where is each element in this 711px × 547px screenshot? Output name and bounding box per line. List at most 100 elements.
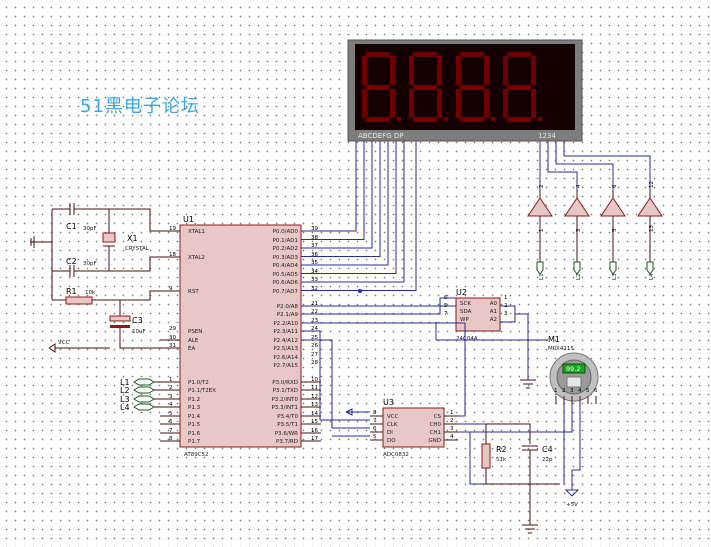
svg-text:24: 24 [311,326,318,332]
svg-text:P1.3: P1.3 [188,405,201,411]
svg-text:23: 23 [311,318,318,324]
mcu-ref: U1 [183,215,194,224]
svg-text:VCC: VCC [387,414,399,420]
eeprom-part: 24C04A [456,336,478,342]
svg-text:1: 1 [504,295,508,301]
c4-value: 22p [542,457,553,463]
svg-text:34: 34 [311,269,318,275]
display-digit-label: 1234 [538,132,556,140]
svg-text:SDA: SDA [460,309,472,315]
svg-text:26: 26 [311,343,318,349]
svg-text:PSEN: PSEN [188,329,202,335]
svg-text:3: 3 [450,426,454,432]
svg-text:5: 5 [586,388,590,394]
svg-text:P1.6: P1.6 [188,431,201,437]
port-l2: L2 [120,386,160,395]
svg-text:P1.5: P1.5 [188,422,201,428]
digit-bus [539,141,651,190]
svg-text:2: 2 [450,418,454,424]
plus5v-label: +5V [566,502,578,508]
svg-text:32: 32 [311,286,318,292]
svg-text:DI: DI [387,430,393,436]
svg-text:SCK: SCK [460,301,471,307]
svg-text:P0.2/AD2: P0.2/AD2 [273,246,298,252]
mcu-part: AT89C52 [184,452,209,458]
svg-text:1: 1 [539,229,545,233]
svg-text:L2: L2 [120,386,130,395]
c1-ref: C1 [66,222,77,231]
port-l1: L1 [120,378,160,387]
svg-text:2: 2 [562,388,566,394]
svg-text:P3.6/WR: P3.6/WR [275,431,298,437]
svg-text:DO: DO [387,438,396,444]
svg-text:P2.5/A13: P2.5/A13 [273,346,298,352]
resistor-r1 [65,296,93,305]
svg-text:5: 5 [169,411,173,417]
digit-2 [409,52,448,122]
svg-text:P0.5/AD5: P0.5/AD5 [273,272,299,278]
svg-text:RST: RST [188,289,199,295]
svg-text:3: 3 [169,394,173,400]
c2-ref: C2 [66,257,77,266]
svg-text:WP: WP [460,317,469,323]
svg-text:CH0: CH0 [430,422,442,428]
svg-text:P3.7/RD: P3.7/RD [276,439,298,445]
sensor-ref: M1 [548,335,560,344]
svg-text:7: 7 [444,311,448,317]
port-l4: L4 [120,403,160,412]
svg-text:P2.4/A12: P2.4/A12 [273,338,298,344]
svg-text:1: 1 [450,410,454,416]
segment-bus [301,141,417,293]
svg-text:11: 11 [311,385,318,391]
svg-text:P3.5/T1: P3.5/T1 [277,422,298,428]
sensor-reading: 99.2 [566,365,580,373]
svg-text:18: 18 [169,252,176,258]
digit-4 [503,52,542,122]
svg-text:38: 38 [311,235,318,241]
svg-text:P2.3/A11: P2.3/A11 [273,329,298,335]
svg-text:13: 13 [649,225,655,232]
forum-watermark: 51黑电子论坛 [80,96,200,117]
svg-text:3: 3 [504,311,508,317]
svg-text:P2.0/A8: P2.0/A8 [277,304,299,310]
svg-text:13: 13 [311,402,318,408]
svg-text:P0.4/AD4: P0.4/AD4 [273,263,299,269]
svg-text:30: 30 [169,335,176,341]
svg-text:5: 5 [612,228,618,232]
svg-text:P1.4: P1.4 [188,414,201,420]
svg-text:GND: GND [428,438,441,444]
adc-body [382,407,445,448]
svg-text:21: 21 [311,301,318,307]
c3-value: 10uF [132,329,146,335]
svg-text:3: 3 [570,388,574,394]
svg-text:L4: L4 [120,403,130,412]
r1-ref: R1 [66,287,77,296]
svg-text:8: 8 [373,410,377,416]
